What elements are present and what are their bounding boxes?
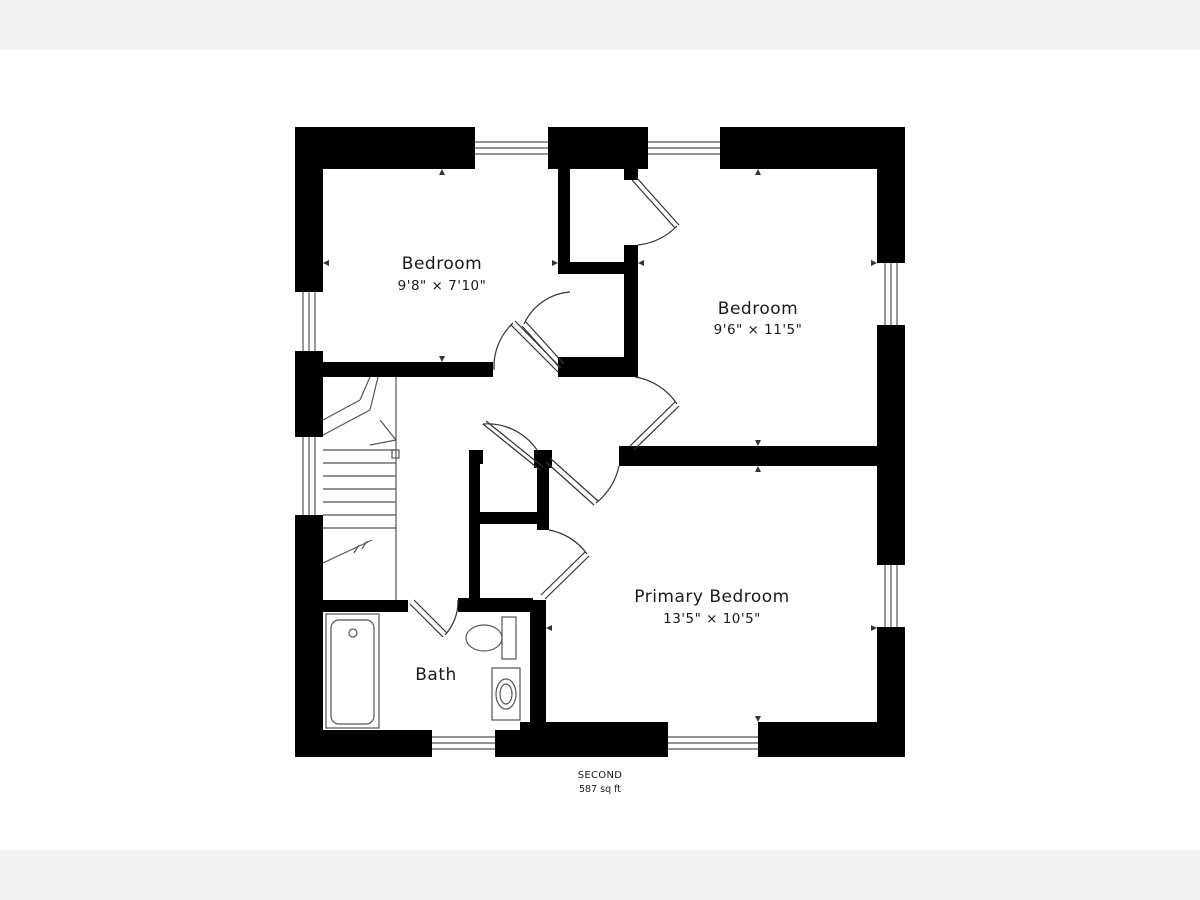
door-closet-central	[482, 420, 544, 471]
bottom-band	[0, 850, 1200, 900]
door-primary	[545, 457, 620, 506]
window-right-upper	[884, 263, 898, 325]
room-name-bedroom-nw: Bedroom	[401, 254, 483, 274]
door-closet-nw	[521, 291, 571, 369]
window-right-lower	[884, 565, 898, 627]
floor-plan: Bedroom 9'8" × 7'10" Bedroom 9'6" × 11'5…	[0, 50, 1200, 850]
room-dims-bedroom-nw: 9'8" × 7'10"	[397, 278, 487, 294]
interior-walls	[323, 166, 905, 725]
exterior-walls	[295, 127, 905, 757]
window-bottom-left	[432, 736, 495, 750]
floor-area: 587 sq ft	[578, 784, 622, 795]
window-left-upper	[302, 292, 316, 351]
doors	[409, 176, 680, 638]
room-dims-bedroom-ne: 9'6" × 11'5"	[713, 322, 803, 338]
dimension-ticks	[323, 169, 877, 722]
door-bath	[409, 599, 459, 638]
window-left-lower	[302, 437, 316, 515]
bath-fixtures	[325, 613, 521, 729]
floor-name: SECOND	[577, 770, 623, 781]
top-band	[0, 0, 1200, 50]
floor-plan-drawing	[295, 127, 905, 757]
door-bedroom-ne	[629, 376, 680, 451]
windows	[302, 141, 898, 750]
window-top-right	[648, 141, 720, 155]
sink	[491, 667, 521, 721]
room-name-primary: Primary Bedroom	[634, 587, 790, 607]
bathtub	[325, 613, 380, 729]
window-top-left	[475, 141, 548, 155]
room-dims-primary: 13'5" × 10'5"	[663, 611, 761, 627]
stairs	[322, 376, 400, 600]
room-name-bath: Bath	[415, 665, 457, 685]
door-closet-ne	[631, 176, 680, 246]
room-name-bedroom-ne: Bedroom	[717, 299, 799, 319]
toilet	[465, 616, 517, 660]
door-closet-primary	[540, 529, 590, 600]
window-bottom-right	[668, 736, 758, 750]
door-bedroom-nw	[493, 320, 562, 373]
